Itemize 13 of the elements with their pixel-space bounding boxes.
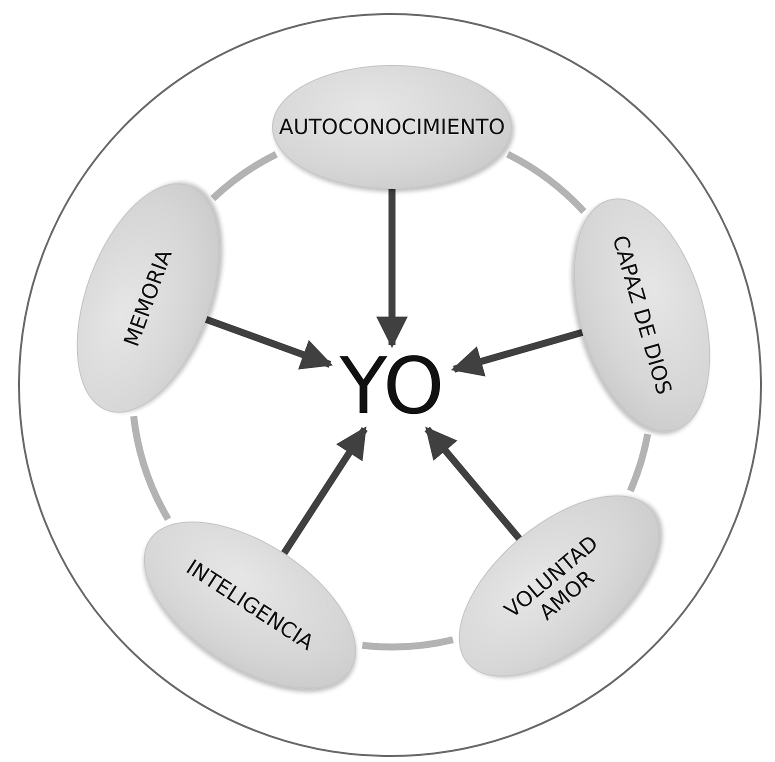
arrow [281, 426, 368, 555]
concept-label: AUTOCONOCIMIENTO [278, 114, 506, 140]
ring-segment [627, 433, 652, 492]
ring-segment [362, 636, 454, 650]
arrow [450, 329, 584, 377]
ring-segment [506, 151, 586, 214]
concept-label: CAPAZ DE DIOS [606, 232, 678, 400]
arrow [204, 316, 333, 370]
ring-segment [210, 151, 278, 202]
center-label: YO [340, 348, 444, 426]
arrow [424, 426, 522, 541]
ring-segment [130, 416, 172, 521]
arrow [376, 189, 408, 348]
